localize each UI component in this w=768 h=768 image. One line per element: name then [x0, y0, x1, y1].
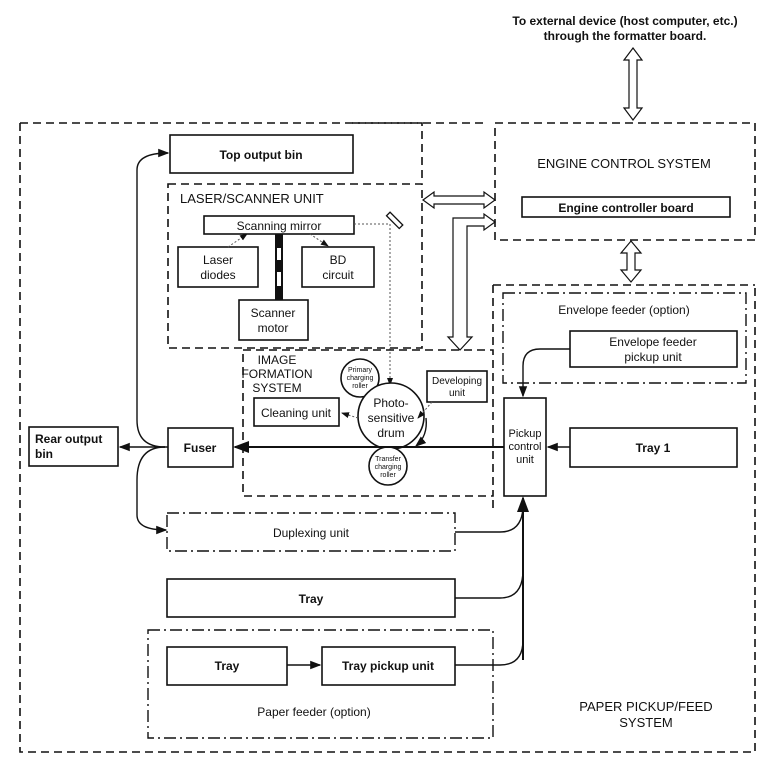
developing-unit-label-1: Developing: [432, 376, 482, 387]
pickup-control-label-2: control: [508, 441, 541, 453]
envelope-feeder-title: Envelope feeder (option): [558, 303, 689, 317]
rear-output-bin-label-2: bin: [35, 447, 53, 461]
external-device-label-line1: To external device (host computer, etc.): [512, 14, 737, 28]
envelope-feeder-pickup-unit: [569, 330, 738, 368]
engine-controller-board: [521, 196, 731, 218]
primary-roller-label-2: charging: [347, 375, 374, 382]
developing-unit-label-2: unit: [449, 388, 465, 399]
drum-label-1: Photo-: [373, 396, 408, 410]
laser-to-mirror-beam: [227, 233, 248, 248]
fold-mirror: [385, 211, 404, 230]
rear-output-bin-label-1: Rear output: [35, 432, 102, 446]
drum-label-2: sensitive: [368, 411, 415, 425]
laser-diodes-label-1: Laser: [203, 253, 233, 267]
image-formation-system-frame: [242, 349, 494, 497]
laser-engine-double-arrow: [421, 190, 497, 210]
paper-feeder-tray-label: Tray: [215, 659, 240, 673]
laser-scanner-unit-title: LASER/SCANNER UNIT: [180, 191, 324, 206]
engine-controller-board-label: Engine controller board: [558, 201, 693, 215]
bd-circuit: [301, 246, 375, 288]
paper-pickup-system-title-2: SYSTEM: [619, 715, 672, 730]
developing-unit: [426, 370, 488, 403]
primary-roller-label-1: Primary: [348, 367, 373, 374]
paper-pickup-system-frame: [492, 284, 755, 512]
duplexing-unit: [166, 512, 456, 552]
transfer-roller-label-3: roller: [380, 472, 396, 479]
laser-diodes: [177, 246, 259, 288]
scanner-motor-label-1: Scanner: [251, 306, 296, 320]
motor-shaft: [275, 234, 283, 300]
tray-pickup-unit-label: Tray pickup unit: [342, 659, 434, 673]
rear-output-bin: [28, 426, 119, 467]
top-output-bin: [169, 134, 354, 174]
cleaning-unit: [253, 397, 340, 427]
tray-1-label: Tray 1: [636, 441, 671, 455]
developing-to-drum-arrow: [417, 401, 433, 419]
bd-circuit-label-1: BD: [330, 253, 347, 267]
engine-control-system-title: ENGINE CONTROL SYSTEM: [537, 156, 711, 171]
paper-feeder-frame: [147, 629, 494, 739]
tray-pickup-unit-to-pickup-path: [455, 639, 524, 666]
transfer-roller-label-1: Transfer: [375, 456, 401, 463]
envelope-feeder-frame: [502, 292, 747, 384]
engine-control-system-frame: [494, 122, 756, 241]
external-device-label-line2: through the formatter board.: [544, 29, 707, 43]
paper-feeder-tray: [166, 646, 288, 686]
laser-scanner-unit-frame: [167, 183, 423, 349]
envelope-to-pickup-path: [518, 348, 570, 398]
scanner-motor: [238, 299, 309, 341]
scanning-mirror-label: Scanning mirror: [237, 219, 322, 233]
image-formation-title-1: IMAGE: [258, 353, 297, 367]
fuser-to-duplex-path: [136, 446, 168, 535]
image-formation-title-3: SYSTEM: [252, 381, 301, 395]
primary-roller-label-3: roller: [352, 383, 368, 390]
engine-to-image-formation-arrow: [446, 212, 497, 351]
paper-pickup-system-title-1: PAPER PICKUP/FEED: [579, 699, 712, 714]
cleaning-unit-label: Cleaning unit: [261, 406, 332, 420]
primary-charging-roller: [340, 358, 380, 398]
envelope-pickup-label-1: Envelope feeder: [609, 335, 696, 349]
tray-label: Tray: [299, 592, 324, 606]
scanner-motor-label-2: motor: [258, 321, 289, 335]
envelope-pickup-label-2: pickup unit: [624, 350, 682, 364]
external-double-arrow: [622, 47, 644, 121]
drum-label-3: drum: [377, 426, 404, 440]
fuser-label: Fuser: [184, 441, 217, 455]
top-output-frame-edge: [352, 122, 423, 183]
pickup-control-label-3: unit: [516, 454, 534, 466]
transfer-roller-label-2: charging: [375, 464, 402, 471]
drum-to-cleaning-arrow: [341, 412, 359, 419]
drum-rotation-arrow: [414, 417, 427, 447]
duplexing-unit-label: Duplexing unit: [273, 526, 350, 540]
mirror-to-bd-beam: [309, 233, 329, 247]
laser-diodes-label-2: diodes: [200, 268, 235, 282]
paper-feeder-title: Paper feeder (option): [257, 705, 370, 719]
pickup-control-unit: [503, 397, 547, 497]
pickup-control-label-1: Pickup: [508, 428, 541, 440]
duplex-to-pickup-path: [455, 504, 524, 533]
image-formation-title-2: FORMATION: [241, 367, 312, 381]
printer-outer-frame: [19, 122, 756, 753]
tray-pickup-unit: [321, 646, 456, 686]
laser-beam-path: [354, 223, 393, 386]
tray-to-pickup-path: [455, 569, 524, 599]
top-output-bin-label: Top output bin: [219, 148, 302, 162]
engine-pickup-double-arrow: [619, 240, 643, 283]
fuser-to-top-bin-path: [136, 148, 170, 448]
bd-circuit-label-2: circuit: [322, 268, 354, 282]
